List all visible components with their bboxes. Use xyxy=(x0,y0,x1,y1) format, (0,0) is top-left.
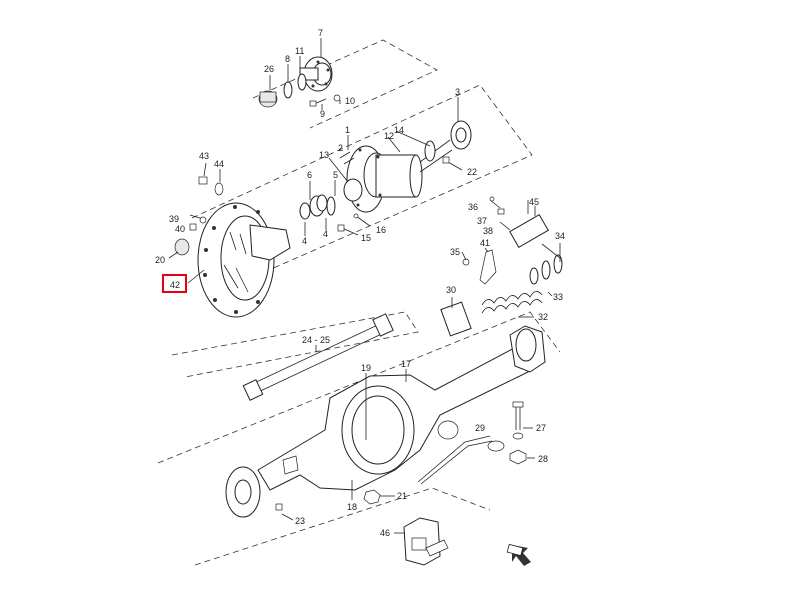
callout-7: 7 xyxy=(318,28,323,38)
axle-shaft xyxy=(242,313,394,401)
callout-35: 35 xyxy=(450,247,460,257)
callout-43: 43 xyxy=(199,151,209,161)
callout-40: 40 xyxy=(175,224,185,234)
callout-38: 38 xyxy=(483,226,493,236)
callout-44: 44 xyxy=(214,159,224,169)
differential-case xyxy=(339,120,472,213)
callout-14: 14 xyxy=(394,125,404,135)
callout-42: 42 xyxy=(170,280,180,290)
callout-21: 21 xyxy=(397,491,407,501)
highlight-box-42 xyxy=(162,274,187,293)
callout-9: 9 xyxy=(320,109,325,119)
bolts-15-16 xyxy=(337,213,371,236)
callout-5: 5 xyxy=(333,170,338,180)
callout-2: 2 xyxy=(338,143,343,153)
callout-3: 3 xyxy=(455,87,460,97)
callout-39: 39 xyxy=(169,214,179,224)
callout-27: 27 xyxy=(536,423,546,433)
callout-23: 23 xyxy=(295,516,305,526)
callout-45: 45 xyxy=(529,197,539,207)
bracket-46 xyxy=(403,517,449,566)
callout-46: 46 xyxy=(380,528,390,538)
callout-32: 32 xyxy=(538,312,548,322)
spring-and-cylinder-parts xyxy=(440,196,563,337)
callout-10: 10 xyxy=(345,96,355,106)
callout-16: 16 xyxy=(376,225,386,235)
callout-labels: 7 11 8 26 10 9 3 1 14 12 2 13 22 5 6 4 4… xyxy=(155,28,565,538)
callout-33: 33 xyxy=(553,292,563,302)
callout-20: 20 xyxy=(155,255,165,265)
callout-18: 18 xyxy=(347,502,357,512)
callout-24-25: 24 - 25 xyxy=(302,335,330,345)
brake-backing-plate xyxy=(197,202,291,318)
callout-22: 22 xyxy=(467,167,477,177)
callout-13: 13 xyxy=(319,150,329,160)
callout-30: 30 xyxy=(446,285,456,295)
callout-11: 11 xyxy=(295,46,304,56)
leader-lines xyxy=(168,38,561,534)
callout-41: 41 xyxy=(480,238,490,248)
callout-4a: 4 xyxy=(302,236,307,246)
callout-17: 17 xyxy=(401,359,411,369)
callout-8: 8 xyxy=(285,54,290,64)
callout-28: 28 xyxy=(538,454,548,464)
small-fasteners-left xyxy=(174,176,224,256)
callout-26: 26 xyxy=(264,64,274,74)
bearing-group xyxy=(299,194,336,220)
callout-12: 12 xyxy=(384,131,394,141)
callout-4b: 4 xyxy=(323,229,328,239)
callout-1: 1 xyxy=(345,125,350,135)
callout-29: 29 xyxy=(475,423,485,433)
callout-6: 6 xyxy=(307,170,312,180)
callout-34: 34 xyxy=(555,231,565,241)
front-arrow-icon xyxy=(506,543,531,566)
axle-housing xyxy=(225,325,546,518)
callout-37: 37 xyxy=(477,216,487,226)
callout-15: 15 xyxy=(361,233,371,243)
callout-19: 19 xyxy=(361,363,371,373)
callout-36: 36 xyxy=(468,202,478,212)
bracket-and-rod xyxy=(417,401,527,485)
